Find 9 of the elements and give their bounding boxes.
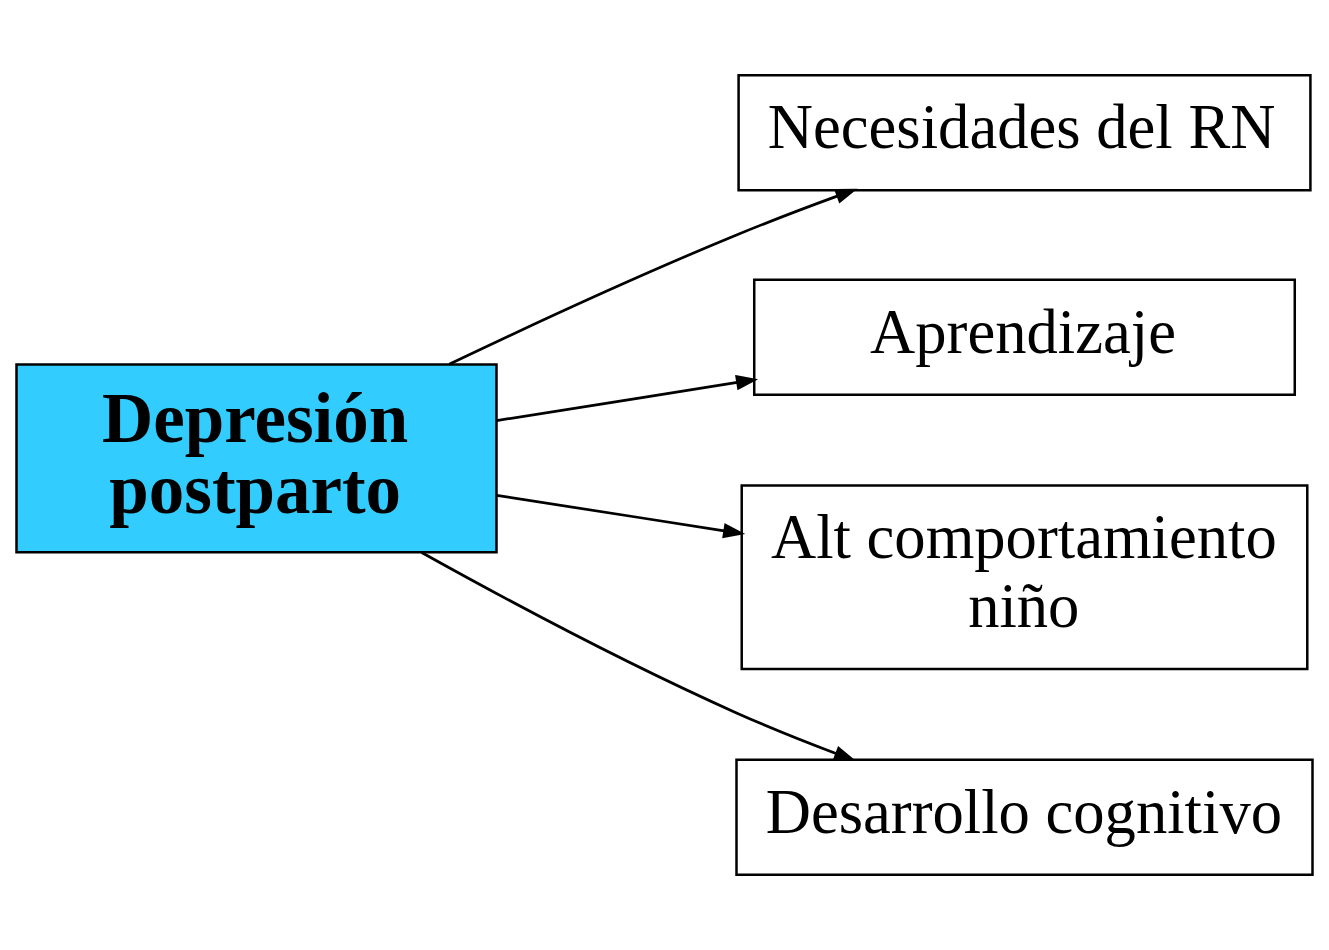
node-box: Depresión postparto [15, 363, 498, 554]
arrow [448, 188, 858, 366]
arrow [496, 374, 759, 422]
node-box: Alt comportamiento niño [740, 484, 1309, 671]
node-box: Necesidades del RN [737, 74, 1312, 192]
node-box: Aprendizaje [753, 278, 1296, 396]
arrow [496, 494, 746, 539]
node-box: Desarrollo cognitivo [735, 758, 1314, 876]
arrow [421, 551, 857, 762]
